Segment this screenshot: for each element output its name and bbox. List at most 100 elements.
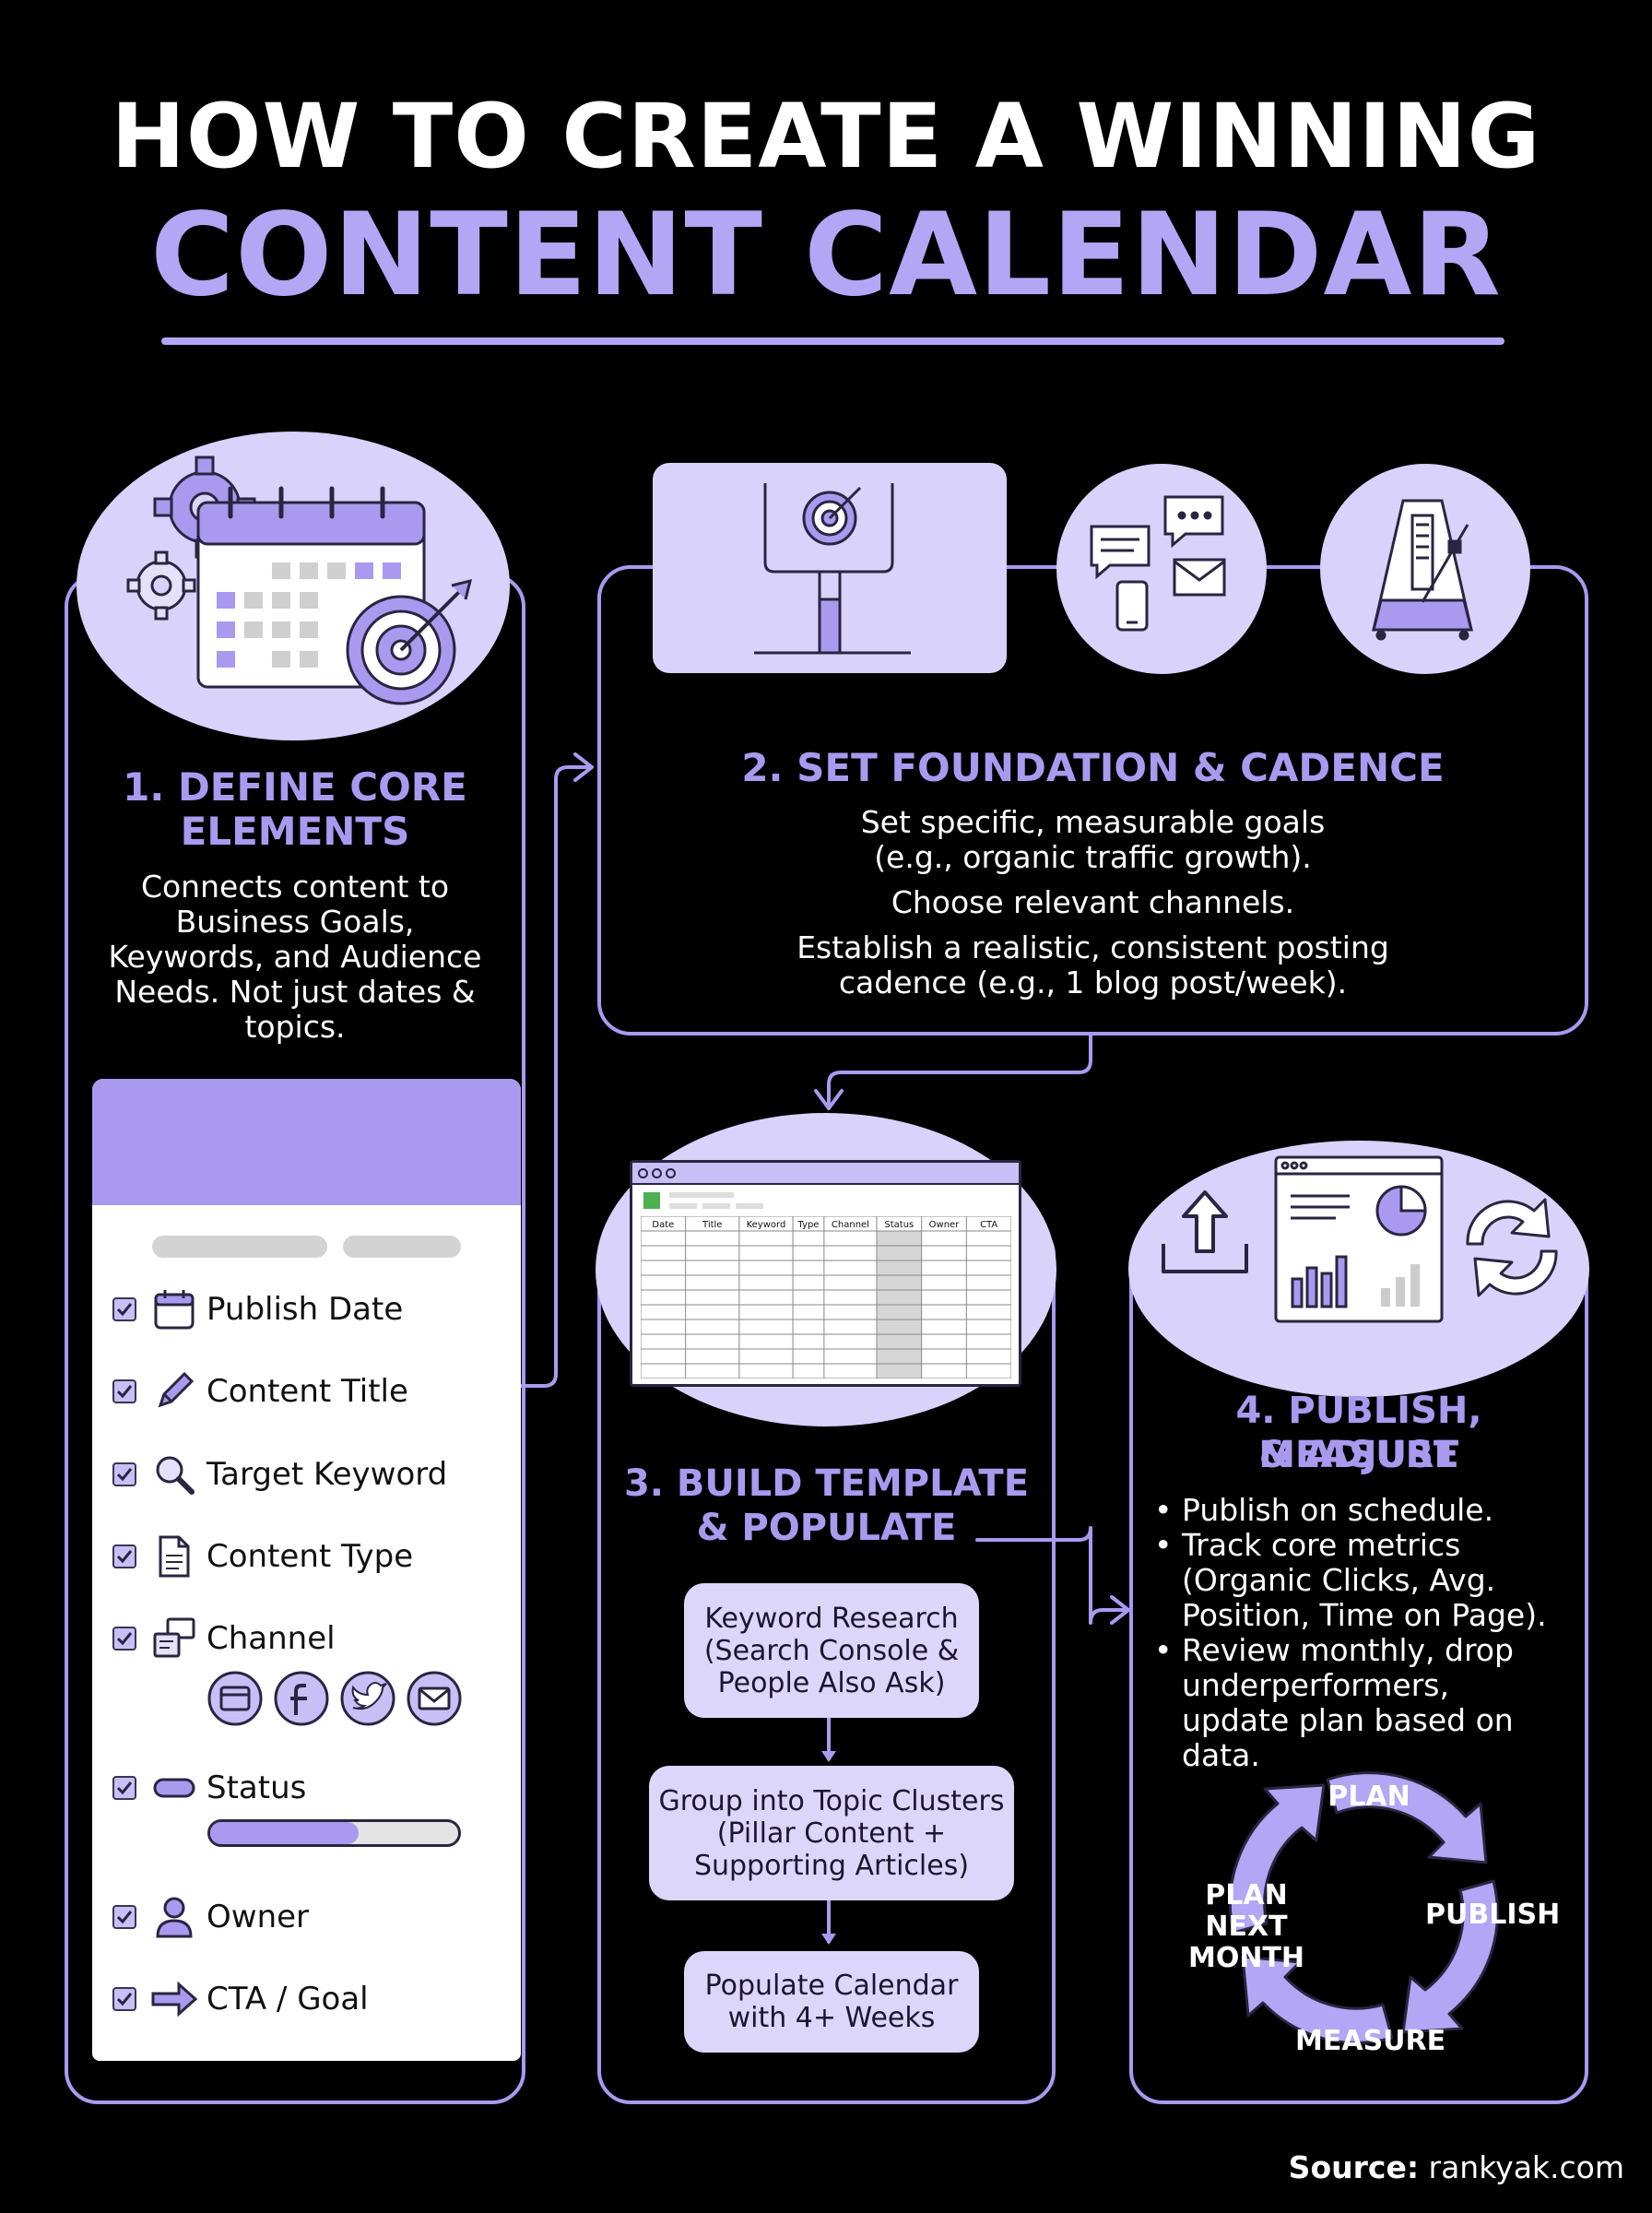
title-line-1: HOW TO CREATE A WINNING (111, 85, 1541, 188)
field-channel: Channel (92, 1616, 498, 1661)
field-content-type: Content Type (92, 1534, 498, 1579)
facebook-icon (274, 1671, 329, 1726)
step4-bullets: Publish on schedule. Track core metrics … (1150, 1493, 1565, 1773)
checkbox[interactable] (112, 1544, 136, 1568)
source-label: Source: (1288, 2149, 1420, 2185)
checkbox[interactable] (112, 1462, 136, 1486)
table-header-cell: Channel (832, 1220, 869, 1230)
field-label: Publish Date (206, 1291, 404, 1328)
calendar-target-icon (126, 456, 473, 705)
checkbox[interactable] (112, 1627, 136, 1651)
pill-line: Populate Calendar (704, 1970, 959, 2002)
toggle-icon (151, 1766, 197, 1810)
step2-title: 2. SET FOUNDATION & CADENCE (741, 745, 1445, 790)
step2-line-4: Establish a realistic, consistent postin… (796, 929, 1389, 965)
metronome-icon (1372, 499, 1473, 641)
step3-populate-calendar: Populate Calendar with 4+ Weeks (684, 1951, 979, 2053)
arrow-down-icon (821, 1718, 836, 1762)
field-cta-goal: CTA / Goal (92, 1977, 498, 2021)
cycle-plan-next-line2: MONTH (1187, 1942, 1305, 1974)
document-icon (151, 1534, 197, 1579)
placeholder-bar-1 (152, 1236, 327, 1258)
placeholder-bar-2 (343, 1236, 461, 1258)
status-progress-fill (210, 1822, 360, 1844)
field-owner: Owner (92, 1895, 498, 1939)
table-header-cell: Status (884, 1220, 914, 1230)
step3-title-line-2: & POPULATE (696, 1507, 957, 1549)
upload-icon (1162, 1190, 1248, 1273)
source-credit: Source: rankyak.com (1289, 2149, 1624, 2185)
cycle-plan-next-line1: PLAN NEXT (1205, 1879, 1288, 1943)
field-content-title: Content Title (92, 1369, 498, 1414)
step4-title-line-1: 4. PUBLISH, MEASURE (1235, 1390, 1482, 1476)
fields-card: Publish Date Content Title Target Keywor… (92, 1079, 521, 2061)
table-header-cell: Owner (929, 1220, 961, 1230)
dashboard-icon (1274, 1155, 1444, 1323)
cycle-publish-label: PUBLISH (1425, 1899, 1561, 1931)
title-underline (161, 337, 1504, 345)
bullet-item: Publish on schedule. (1150, 1493, 1565, 1529)
bullet-item: Review monthly, drop underperformers, up… (1150, 1633, 1565, 1773)
checkbox[interactable] (112, 1297, 136, 1321)
pill-line: (Pillar Content + (716, 1817, 947, 1850)
field-label: Channel (206, 1620, 336, 1657)
pill-line: Keyword Research (704, 1602, 959, 1635)
calendar-icon (151, 1287, 197, 1331)
field-label: Status (206, 1769, 307, 1806)
magnifier-icon (151, 1452, 197, 1497)
field-label: Target Keyword (206, 1456, 448, 1493)
channels-icon (151, 1616, 197, 1661)
step3-keyword-research: Keyword Research (Search Console & Peopl… (684, 1583, 979, 1718)
pill-line: People Also Ask) (717, 1666, 946, 1699)
pencil-icon (151, 1369, 197, 1414)
cycle-plan-next-label: PLAN NEXT MONTH (1163, 1880, 1329, 1974)
step1-title: 1. DEFINE CORE ELEMENTS (123, 764, 467, 854)
step3-title-line-1: 3. BUILD TEMPLATE (623, 1462, 1030, 1505)
checkbox[interactable] (112, 1905, 136, 1929)
bullet-item: Track core metrics (Organic Clicks, Avg.… (1150, 1528, 1565, 1633)
person-icon (151, 1895, 197, 1939)
step3-topic-clusters: Group into Topic Clusters (Pillar Conten… (649, 1766, 1014, 1900)
field-label: Content Title (206, 1373, 408, 1410)
table-header-cell: Type (796, 1220, 819, 1230)
cycle-measure-label: MEASURE (1295, 2025, 1446, 2057)
title-line-2: CONTENT CALENDAR (150, 189, 1502, 322)
pill-line: with 4+ Weeks (727, 2002, 936, 2034)
status-progress-bar (207, 1819, 461, 1847)
arrow-down-icon (821, 1900, 836, 1945)
checkbox[interactable] (112, 1379, 136, 1403)
channel-icons (207, 1671, 462, 1726)
step2-line-1: Set specific, measurable goals (860, 804, 1326, 840)
table-header-cell: Date (652, 1220, 674, 1230)
step2-line-5: cadence (e.g., 1 blog post/week). (838, 964, 1348, 1000)
step1-body: Connects content to Business Goals, Keyw… (108, 869, 482, 1045)
goalpost-target-icon (754, 483, 911, 655)
table-header-cell: CTA (980, 1220, 997, 1230)
cycle-plan-label: PLAN (1328, 1781, 1410, 1813)
browser-icon (207, 1671, 263, 1726)
refresh-icon (1466, 1198, 1558, 1297)
step4-icons (1162, 1155, 1558, 1323)
checkbox[interactable] (112, 1987, 136, 2011)
field-publish-date: Publish Date (92, 1287, 498, 1331)
field-target-keyword: Target Keyword (92, 1452, 498, 1497)
table-header-cell: Keyword (747, 1220, 786, 1230)
sheet-logo (643, 1192, 660, 1209)
spreadsheet-titlebar (632, 1163, 1019, 1185)
checkbox[interactable] (112, 1776, 136, 1800)
mail-icon (407, 1671, 462, 1726)
twitter-icon (340, 1671, 395, 1726)
step2-line-2: (e.g., organic traffic growth). (874, 839, 1312, 875)
messaging-icon-circle (1056, 464, 1267, 674)
messaging-icon (1090, 495, 1226, 632)
source-value: rankyak.com (1419, 2149, 1624, 2185)
pill-line: (Search Console & (703, 1634, 960, 1667)
step4-title-line-2: & ADJUST (1258, 1434, 1459, 1476)
step2-line-3: Choose relevant channels. (891, 884, 1295, 920)
fields-card-header (92, 1079, 521, 1205)
field-label: CTA / Goal (206, 1981, 369, 2018)
pill-line: Supporting Articles) (693, 1849, 970, 1882)
